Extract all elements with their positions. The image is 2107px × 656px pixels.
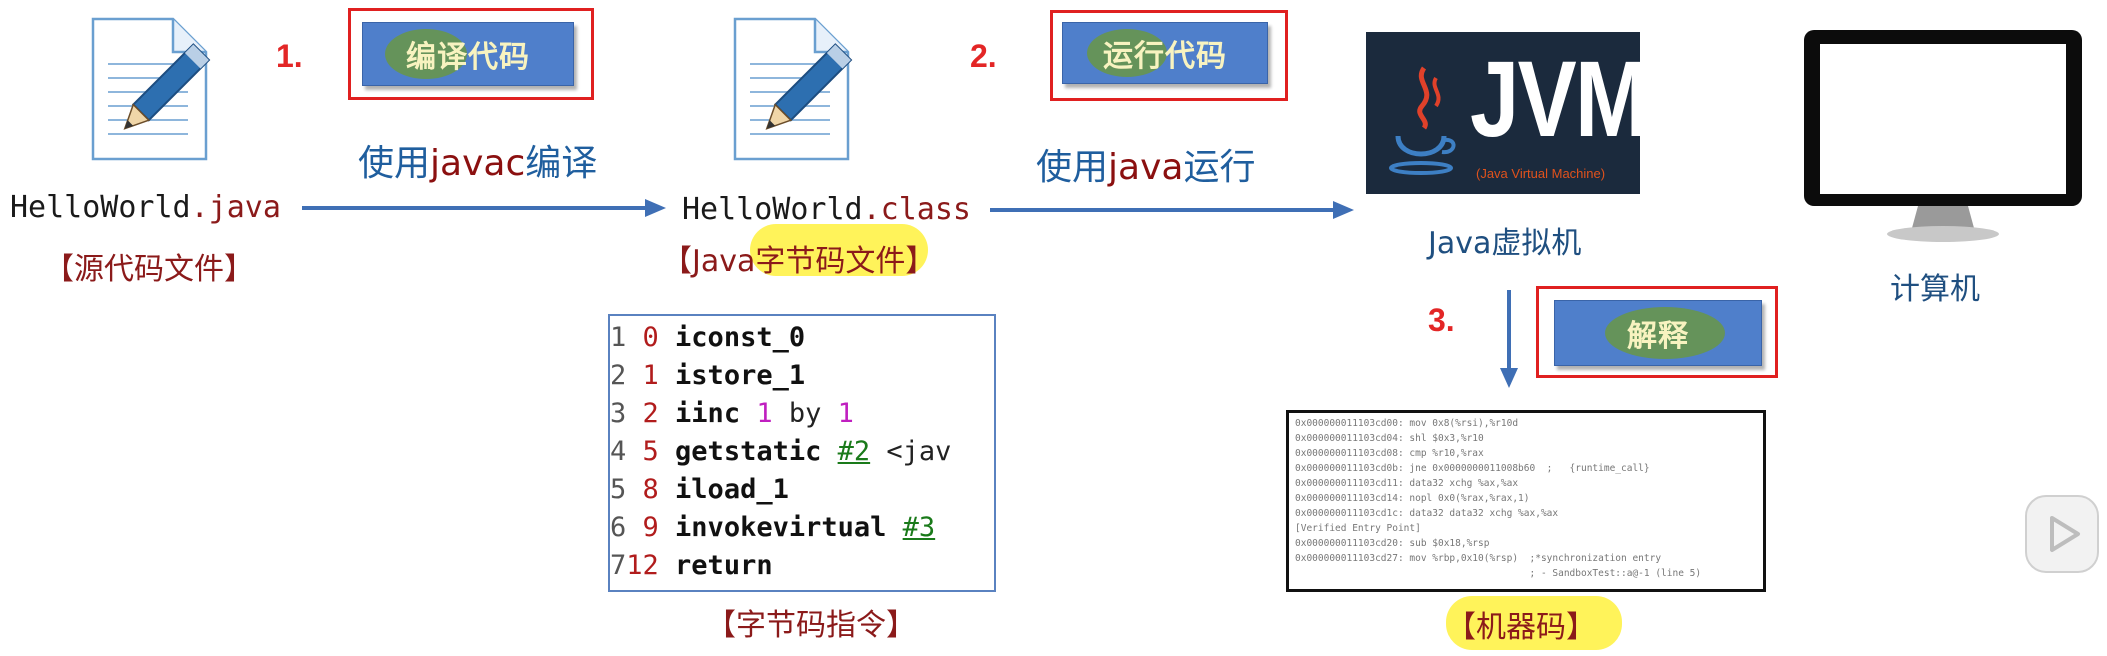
bytecode-file-name: HelloWorld.class xyxy=(682,192,971,227)
jvm-logo-subtitle: (Java Virtual Machine) xyxy=(1476,166,1606,181)
java-tool-label: 使用java运行 xyxy=(1036,138,1255,190)
play-icon[interactable] xyxy=(2022,490,2102,580)
machine-code-line: 0x000000011103cd14: nopl 0x0(%rax,%rax,1… xyxy=(1295,493,1530,504)
tool-command: javac xyxy=(430,143,526,184)
tool-prefix: 使用 xyxy=(358,143,431,184)
machine-code-line: 0x000000011103cd1c: data32 data32 xchg %… xyxy=(1295,508,1559,519)
code-line: 1 0 iconst_0 xyxy=(610,322,806,353)
step-1-frame xyxy=(348,8,594,100)
machine-code-line: 0x000000011103cd08: cmp %r10,%rax xyxy=(1295,448,1484,459)
highlight-mark xyxy=(1446,596,1622,650)
arrow-run xyxy=(990,201,1354,219)
step-2-number: 2. xyxy=(970,38,997,74)
machine-code-line: 0x000000011103cd27: mov %rbp,0x10(%rsp) … xyxy=(1295,553,1662,564)
step-3-number: 3. xyxy=(1428,302,1455,338)
source-file-caption: 【源代码文件】 xyxy=(44,252,254,287)
machine-code-line: 0x000000011103cd20: sub $0x18,%rsp xyxy=(1295,538,1490,549)
machine-code-line: 0x000000011103cd11: data32 xchg %ax,%ax xyxy=(1295,478,1519,489)
source-file-name: HelloWorld.java xyxy=(10,190,281,225)
caption-prefix: 【Java xyxy=(662,244,756,279)
arrow-compile xyxy=(302,199,666,217)
javac-tool-label: 使用javac编译 xyxy=(358,134,597,186)
jvm-logo-text: JVM xyxy=(1470,38,1640,159)
bytecode-file-base: HelloWorld xyxy=(682,192,863,227)
bytecode-caption: 【字节码指令】 xyxy=(706,608,916,643)
monitor-icon xyxy=(1804,30,2082,242)
computer-caption: 计算机 xyxy=(1890,272,1980,307)
code-line: 5 8 iload_1 xyxy=(610,474,789,505)
code-line: 2 1 istore_1 xyxy=(610,360,806,391)
caption-suffix: 】 xyxy=(905,244,936,279)
tool-command: java xyxy=(1108,147,1184,188)
code-line: 3 2 iinc 1 by 1 xyxy=(610,398,854,429)
run-code-label: 运行代码 xyxy=(1103,39,1227,74)
bytecode-file-caption: 【Java字节码文件】 xyxy=(662,236,935,280)
bytecode-listing: 1 0 iconst_0 2 1 istore_1 3 2 iinc 1 by … xyxy=(608,314,996,592)
tool-suffix: 运行 xyxy=(1183,147,1256,188)
step-1-number: 1. xyxy=(276,38,303,74)
interpret-label: 解释 xyxy=(1627,319,1689,354)
document-pencil-icon xyxy=(733,17,853,161)
compile-code-label: 编译代码 xyxy=(406,40,530,75)
tool-prefix: 使用 xyxy=(1036,147,1109,188)
run-code-button[interactable]: 运行代码 xyxy=(1062,22,1268,84)
document-pencil-icon xyxy=(91,17,211,161)
caption-highlight: 字节码文件 xyxy=(755,244,906,279)
java-cup-icon xyxy=(1389,66,1456,175)
source-file-ext: .java xyxy=(190,190,281,225)
step-3-frame xyxy=(1536,286,1778,378)
highlight-mark xyxy=(750,224,928,276)
source-file-base: HelloWorld xyxy=(10,190,191,225)
compile-code-button[interactable]: 编译代码 xyxy=(362,22,574,86)
tool-suffix: 编译 xyxy=(525,143,598,184)
machine-code-line: 0x000000011103cd04: shl $0x3,%r10 xyxy=(1295,433,1484,444)
machine-code-line: ; - SandboxTest::a@-1 (line 5) xyxy=(1295,568,1702,579)
code-line: 712 return xyxy=(610,550,773,581)
machine-code-line: 0x000000011103cd00: mov 0x8(%rsi),%r10d xyxy=(1295,418,1519,429)
machine-code-listing: 0x000000011103cd00: mov 0x8(%rsi),%r10d … xyxy=(1286,410,1766,592)
step-2-frame xyxy=(1050,10,1288,101)
jvm-caption: Java虚拟机 xyxy=(1428,226,1582,261)
machine-code-caption: 【机器码】 xyxy=(1446,610,1596,645)
machine-code-line: 0x000000011103cd0b: jne 0x0000000011008b… xyxy=(1295,463,1650,474)
bytecode-file-ext: .class xyxy=(862,192,971,227)
arrow-interpret xyxy=(1500,290,1518,388)
interpret-button[interactable]: 解释 xyxy=(1554,300,1762,366)
code-line: 4 5 getstatic #2 <jav xyxy=(610,436,952,467)
machine-code-line: [Verified Entry Point] xyxy=(1295,523,1421,534)
jvm-logo: JVM (Java Virtual Machine) xyxy=(1366,32,1640,194)
code-line: 6 9 invokevirtual #3 xyxy=(610,512,936,543)
